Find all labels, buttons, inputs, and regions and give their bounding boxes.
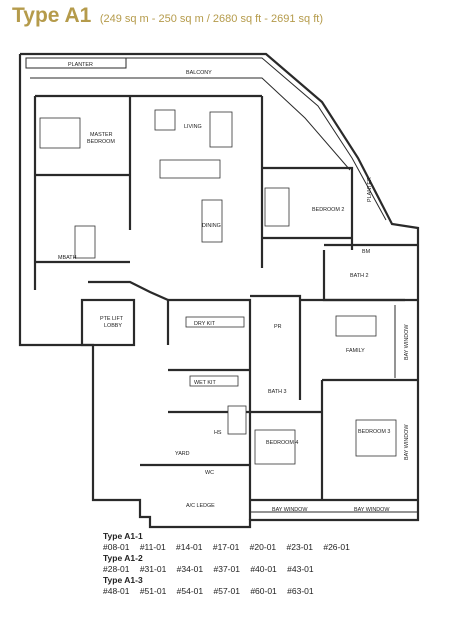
type-name: Type A1: [12, 4, 92, 27]
label-baywin-v1: BAY WINDOW: [404, 324, 410, 360]
unit-list: Type A1-1 #08-01 #11-01 #14-01 #17-01 #2…: [103, 531, 350, 597]
label-bath3: BATH 3: [268, 389, 286, 395]
plan-title: Type A1 (249 sq m - 250 sq m / 2680 sq f…: [12, 4, 323, 28]
unit-group-heading-1: Type A1-1: [103, 531, 143, 541]
dining-table: [201, 199, 223, 243]
label-family: FAMILY: [346, 348, 365, 354]
bedroom3-bed: [355, 419, 397, 457]
wall-pr: [250, 294, 302, 400]
balcony-edge: [30, 77, 351, 171]
living-sofa-long: [159, 159, 221, 179]
wall-bedroom2: [262, 166, 354, 250]
label-master-2: BEDROOM: [87, 139, 115, 145]
unit-group-units-3: #48-01 #51-01 #54-01 #57-01 #60-01 #63-0…: [103, 586, 314, 596]
label-lift-2: LOBBY: [104, 323, 122, 329]
label-dining: DINING: [202, 223, 221, 229]
unit-group-heading-2: Type A1-2: [103, 553, 143, 563]
label-bm: BM: [362, 249, 371, 255]
label-planter-top: PLANTER: [68, 62, 93, 68]
wall-kitchen-right: [168, 298, 252, 520]
unit-group-units-1: #08-01 #11-01 #14-01 #17-01 #20-01 #23-0…: [103, 542, 350, 552]
label-baywin-v2: BAY WINDOW: [404, 424, 410, 460]
balcony-railing: [26, 57, 387, 221]
label-pr: PR: [274, 324, 282, 330]
label-baywin-b2: BAY WINDOW: [354, 507, 390, 513]
unit-group-units-2: #28-01 #31-01 #34-01 #37-01 #40-01 #43-0…: [103, 564, 314, 574]
mbath-bathtub: [74, 225, 96, 259]
lift-lobby: [80, 298, 136, 347]
hs-shelf: [227, 405, 247, 435]
label-bath2: BATH 2: [350, 273, 368, 279]
label-hs: HS: [214, 430, 222, 436]
master-bed: [39, 117, 81, 149]
label-acledge: A/C LEDGE: [186, 503, 215, 509]
label-balcony: BALCONY: [186, 70, 212, 76]
label-bedroom3: BEDROOM 3: [358, 429, 390, 435]
living-sofa: [209, 111, 233, 148]
outer-wall-top: [18, 52, 420, 529]
label-drykit: DRY KIT: [194, 321, 216, 327]
family-sofa: [335, 315, 377, 337]
label-wc: WC: [205, 470, 214, 476]
wall-lobby: [88, 280, 170, 345]
label-master-1: MASTER: [90, 132, 113, 138]
label-wetkit: WET KIT: [194, 380, 216, 386]
label-bedroom2: BEDROOM 2: [312, 207, 344, 213]
bedroom4-bed: [254, 429, 296, 465]
label-yard: YARD: [175, 451, 190, 457]
type-area: (249 sq m - 250 sq m / 2680 sq ft - 2691…: [99, 13, 323, 25]
wetkit-counter: [189, 375, 239, 387]
label-baywin-b1: BAY WINDOW: [272, 507, 308, 513]
label-mbath: MBATH: [58, 255, 77, 261]
label-living: LIVING: [184, 124, 202, 130]
planter-top: [25, 57, 127, 69]
floor-plan: PLANTER BALCONY MASTER BEDROOM LIVING DI…: [18, 52, 420, 529]
bedroom2-bed: [264, 187, 290, 227]
label-planter-side: PLANTER: [367, 177, 373, 202]
unit-group-heading-3: Type A1-3: [103, 575, 143, 585]
drykit-counter: [185, 316, 245, 328]
label-bedroom4: BEDROOM 4: [266, 440, 298, 446]
label-lift-1: PTE LIFT: [100, 316, 124, 322]
living-armchair: [154, 109, 176, 131]
